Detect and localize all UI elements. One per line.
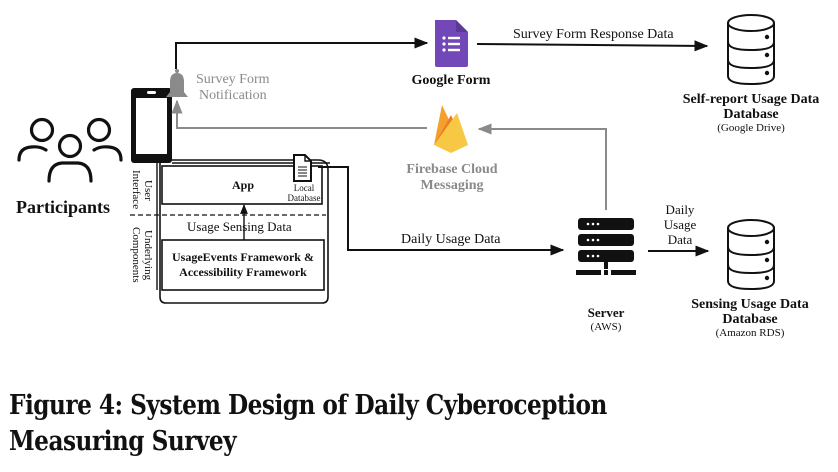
firebase-flame-icon <box>434 105 468 153</box>
sensing-database-icon <box>727 219 775 291</box>
system-design-diagram <box>17 14 775 304</box>
self-report-db-label-line1: Self-report Usage Data <box>682 92 820 107</box>
people-group-icon <box>17 117 123 183</box>
notification-label-line1: Survey Form <box>196 72 270 87</box>
framework-box <box>161 239 325 291</box>
sensing-db-sublabel: (Amazon RDS) <box>715 327 785 339</box>
figure-caption: Figure 4: System Design of Daily Cyberoc… <box>9 390 607 457</box>
sensing-db-label-line2: Database <box>722 312 778 327</box>
smartphone-icon <box>131 88 172 163</box>
framework-label-line2: Accessibility Framework <box>179 265 307 279</box>
section-uc-line1: Underlying <box>142 229 154 281</box>
framework-label-line1: UsageEvents Framework & <box>172 250 314 264</box>
edge-google-form-to-self-report-db <box>476 40 709 52</box>
server-rack-icon <box>576 218 636 275</box>
self-report-database-icon <box>727 14 775 86</box>
daily-usage-edge-label: Daily Usage Data <box>401 232 501 247</box>
section-user-interface-label: User Interface <box>130 167 154 213</box>
server-label: Server <box>587 305 625 320</box>
self-report-db-label-line2: Database <box>723 107 779 122</box>
edge-firebase-to-notification <box>171 99 427 129</box>
local-db-label-line2: Database <box>287 193 321 203</box>
section-ui-line2: Interface <box>130 170 142 210</box>
edge-local-db-to-server <box>318 166 565 256</box>
google-form-label: Google Form <box>411 73 491 88</box>
app-label: App <box>231 178 255 192</box>
edge-phone-to-google-form <box>175 37 429 69</box>
usage-sensing-edge-label: Usage Sensing Data <box>187 219 292 234</box>
self-report-db-sublabel: (Google Drive) <box>717 122 785 134</box>
participants-label: Participants <box>16 197 110 217</box>
local-db-label-line1: Local <box>293 183 315 193</box>
survey-response-edge-label: Survey Form Response Data <box>513 27 674 42</box>
bell-icon <box>166 69 188 97</box>
server-to-db-edge-label-line2: Usage <box>663 217 697 232</box>
edge-server-to-firebase <box>477 123 607 210</box>
document-icon <box>293 154 312 182</box>
sensing-db-label-line1: Sensing Usage Data <box>691 297 809 312</box>
notification-label-line2: Notification <box>199 88 267 103</box>
app-box <box>161 165 323 205</box>
server-to-db-edge-label-line1: Daily <box>665 202 695 217</box>
google-forms-icon <box>435 20 468 67</box>
server-sublabel: (AWS) <box>590 321 622 333</box>
server-to-db-edge-label-line3: Data <box>667 232 693 247</box>
section-uc-line2: Components <box>130 227 142 283</box>
firebase-label-line1: Firebase Cloud <box>406 162 498 177</box>
firebase-label-line2: Messaging <box>420 178 484 193</box>
section-underlying-components-label: Underlying Components <box>130 222 154 288</box>
section-ui-line1: User <box>142 179 154 201</box>
